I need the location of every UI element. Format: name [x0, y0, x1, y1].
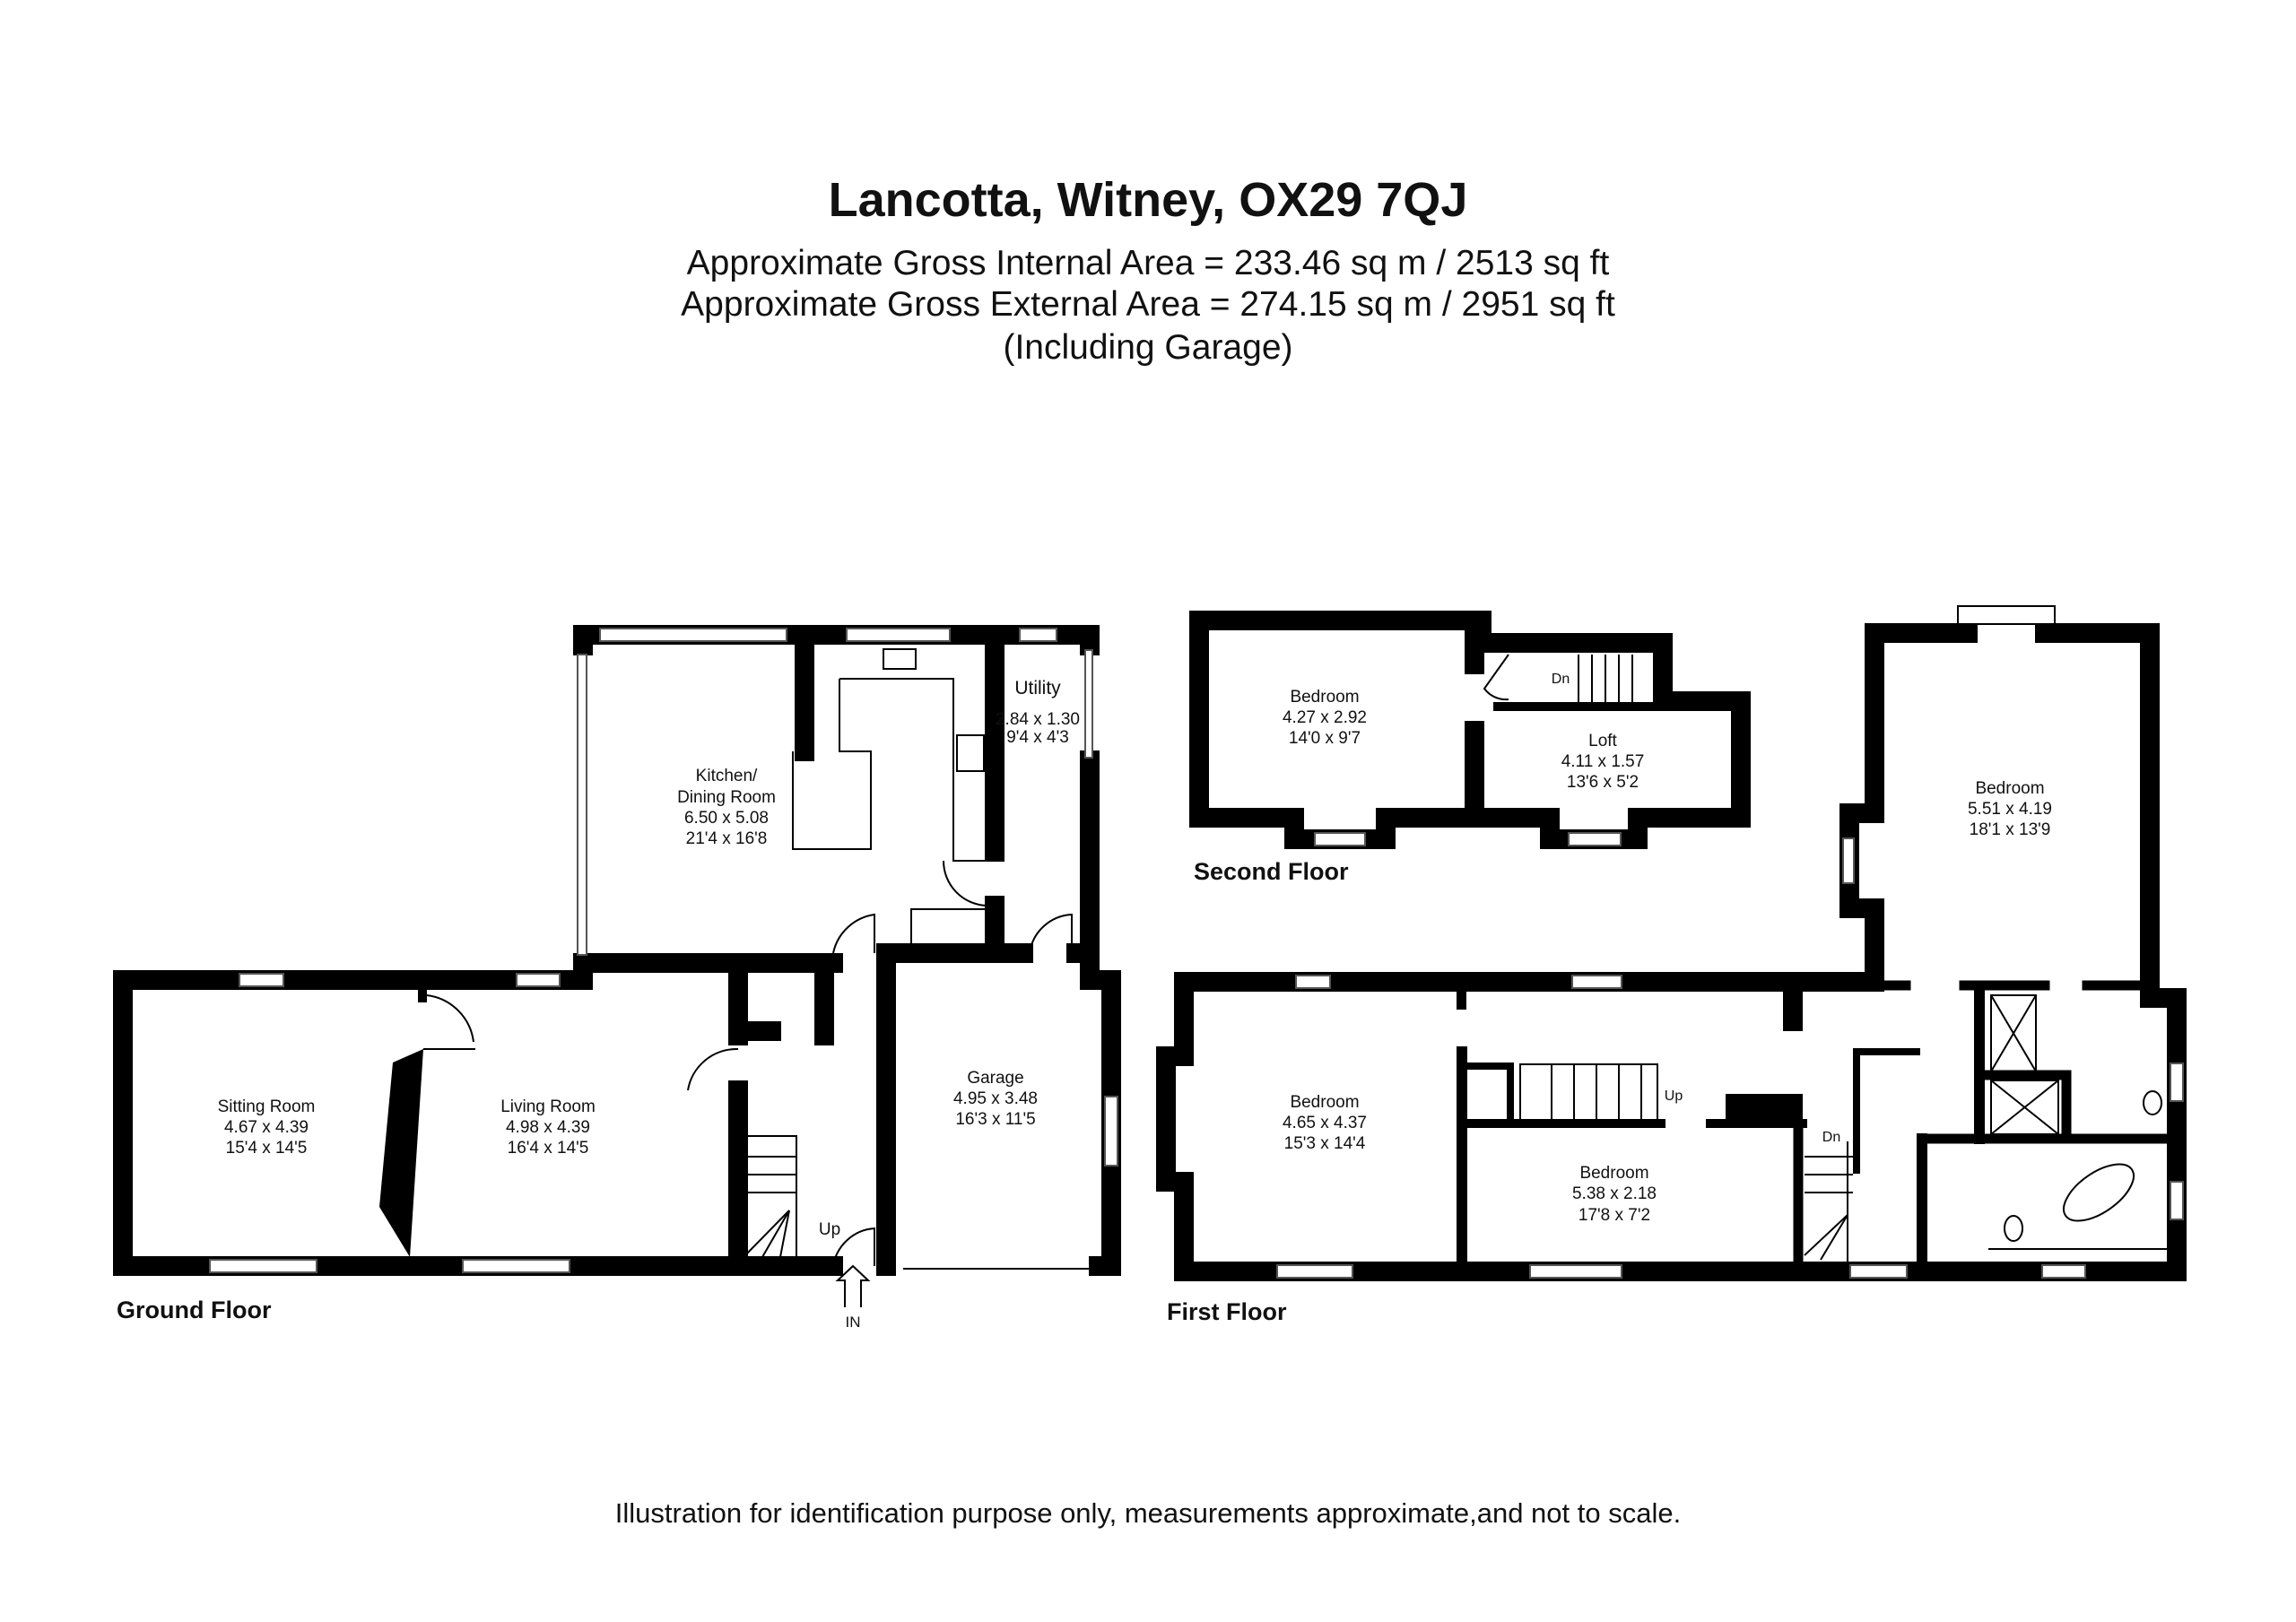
- shower-icon: [1990, 1080, 2059, 1135]
- svg-text:Bedroom: Bedroom: [1975, 779, 2044, 798]
- entrance-arrow-icon: [835, 1264, 871, 1307]
- room-bedroom-3: Bedroom 5.38 x 2.18 17'8 x 7'2: [1572, 1164, 1657, 1225]
- svg-text:16'4 x 14'5: 16'4 x 14'5: [508, 1139, 589, 1158]
- svg-text:Garage: Garage: [967, 1069, 1023, 1088]
- svg-text:18'1 x 13'9: 18'1 x 13'9: [1970, 820, 2051, 839]
- room-utility: Utility 2.84 x 1.30 9'4 x 4'3: [996, 678, 1080, 747]
- svg-text:4.65 x 4.37: 4.65 x 4.37: [1283, 1114, 1367, 1132]
- room-loft: Loft 4.11 x 1.57 13'6 x 5'2: [1561, 732, 1645, 792]
- svg-text:4.98 x 4.39: 4.98 x 4.39: [506, 1118, 590, 1137]
- ground-floor-stairs: [743, 1135, 797, 1258]
- svg-text:Kitchen/: Kitchen/: [696, 767, 758, 785]
- svg-text:5.38 x 2.18: 5.38 x 2.18: [1572, 1184, 1657, 1203]
- svg-text:5.51 x 4.19: 5.51 x 4.19: [1968, 800, 2052, 819]
- room-second-floor-bedroom: Bedroom 4.27 x 2.92 14'0 x 9'7: [1283, 688, 1367, 748]
- svg-text:Sitting Room: Sitting Room: [218, 1097, 316, 1116]
- second-floor-windows: [1314, 832, 1622, 846]
- second-floor-walls: [1189, 611, 1751, 849]
- room-kitchen-dining: Kitchen/ Dining Room 6.50 x 5.08 21'4 x …: [677, 767, 776, 848]
- stairs-down-label: Dn: [1552, 672, 1570, 687]
- stairs-down-label: Dn: [1822, 1130, 1840, 1145]
- room-sitting-room: Sitting Room 4.67 x 4.39 15'4 x 14'5: [218, 1097, 316, 1158]
- first-floor-plan: Bedroom 5.51 x 4.19 18'1 x 13'9 Bedroom …: [1156, 605, 2187, 1325]
- svg-text:17'8 x 7'2: 17'8 x 7'2: [1578, 1206, 1650, 1225]
- stairs-up-label: Up: [819, 1220, 840, 1239]
- stairs-up-label: Up: [1665, 1089, 1683, 1104]
- second-floor-label: Second Floor: [1194, 858, 1349, 885]
- svg-text:Dining Room: Dining Room: [677, 788, 776, 807]
- external-area: Approximate Gross External Area = 274.15…: [681, 285, 1615, 324]
- svg-text:9'4 x 4'3: 9'4 x 4'3: [1006, 728, 1069, 747]
- svg-text:Living Room: Living Room: [500, 1097, 596, 1116]
- ground-floor-plan: Sitting Room 4.67 x 4.39 15'4 x 14'5 Liv…: [113, 625, 1121, 1331]
- kitchen-units: [792, 648, 995, 955]
- svg-text:Bedroom: Bedroom: [1290, 688, 1359, 707]
- svg-text:Bedroom: Bedroom: [1579, 1164, 1648, 1183]
- first-floor-stairs: [1519, 1063, 1853, 1261]
- toilet-icon: [2004, 1215, 2023, 1242]
- svg-text:13'6 x 5'2: 13'6 x 5'2: [1567, 773, 1639, 792]
- svg-text:Loft: Loft: [1588, 732, 1617, 750]
- sink-icon: [883, 648, 917, 670]
- svg-text:16'3 x 11'5: 16'3 x 11'5: [955, 1110, 1035, 1129]
- svg-text:Utility: Utility: [1014, 678, 1061, 698]
- shower-icon: [1990, 994, 2037, 1072]
- bath-icon: [2063, 1163, 2135, 1222]
- plan-title: Lancotta, Witney, OX29 7QJ: [828, 173, 1468, 227]
- svg-text:4.95 x 3.48: 4.95 x 3.48: [953, 1089, 1038, 1108]
- first-floor-label: First Floor: [1167, 1298, 1287, 1325]
- second-floor-stairs: [1483, 654, 1633, 702]
- toilet-icon: [2143, 1090, 2162, 1115]
- svg-text:15'4 x 14'5: 15'4 x 14'5: [226, 1139, 308, 1158]
- svg-text:4.27 x 2.92: 4.27 x 2.92: [1283, 708, 1367, 727]
- second-floor-plan: Bedroom 4.27 x 2.92 14'0 x 9'7 Loft 4.11…: [1189, 611, 1751, 885]
- ground-floor-walls: [113, 625, 1121, 1276]
- first-floor-walls: [1156, 605, 2187, 1281]
- svg-text:14'0 x 9'7: 14'0 x 9'7: [1289, 729, 1361, 748]
- svg-text:6.50 x 5.08: 6.50 x 5.08: [684, 809, 769, 828]
- room-garage: Garage 4.95 x 3.48 16'3 x 11'5: [953, 1069, 1038, 1129]
- svg-text:Bedroom: Bedroom: [1290, 1093, 1359, 1112]
- ground-floor-label: Ground Floor: [117, 1297, 272, 1323]
- first-floor-fixtures: [1847, 994, 2170, 1262]
- internal-area: Approximate Gross Internal Area = 233.46…: [686, 244, 1610, 282]
- room-master-bedroom: Bedroom 5.51 x 4.19 18'1 x 13'9: [1968, 779, 2052, 839]
- doors: [426, 860, 1073, 1267]
- disclaimer: Illustration for identification purpose …: [614, 1497, 1682, 1529]
- svg-text:21'4 x 16'8: 21'4 x 16'8: [686, 829, 768, 848]
- area-note: (Including Garage): [1003, 328, 1293, 367]
- first-floor-windows: [1276, 837, 2184, 1279]
- svg-text:4.67 x 4.39: 4.67 x 4.39: [224, 1118, 309, 1137]
- ground-floor-windows: [209, 628, 1118, 1273]
- svg-text:4.11 x 1.57: 4.11 x 1.57: [1561, 752, 1645, 771]
- entrance-label: IN: [846, 1314, 861, 1331]
- room-living-room: Living Room 4.98 x 4.39 16'4 x 14'5: [500, 1097, 596, 1158]
- room-bedroom-2: Bedroom 4.65 x 4.37 15'3 x 14'4: [1283, 1093, 1367, 1153]
- hob-icon: [956, 734, 985, 772]
- svg-text:2.84 x 1.30: 2.84 x 1.30: [996, 710, 1080, 729]
- svg-text:15'3 x 14'4: 15'3 x 14'4: [1284, 1134, 1366, 1153]
